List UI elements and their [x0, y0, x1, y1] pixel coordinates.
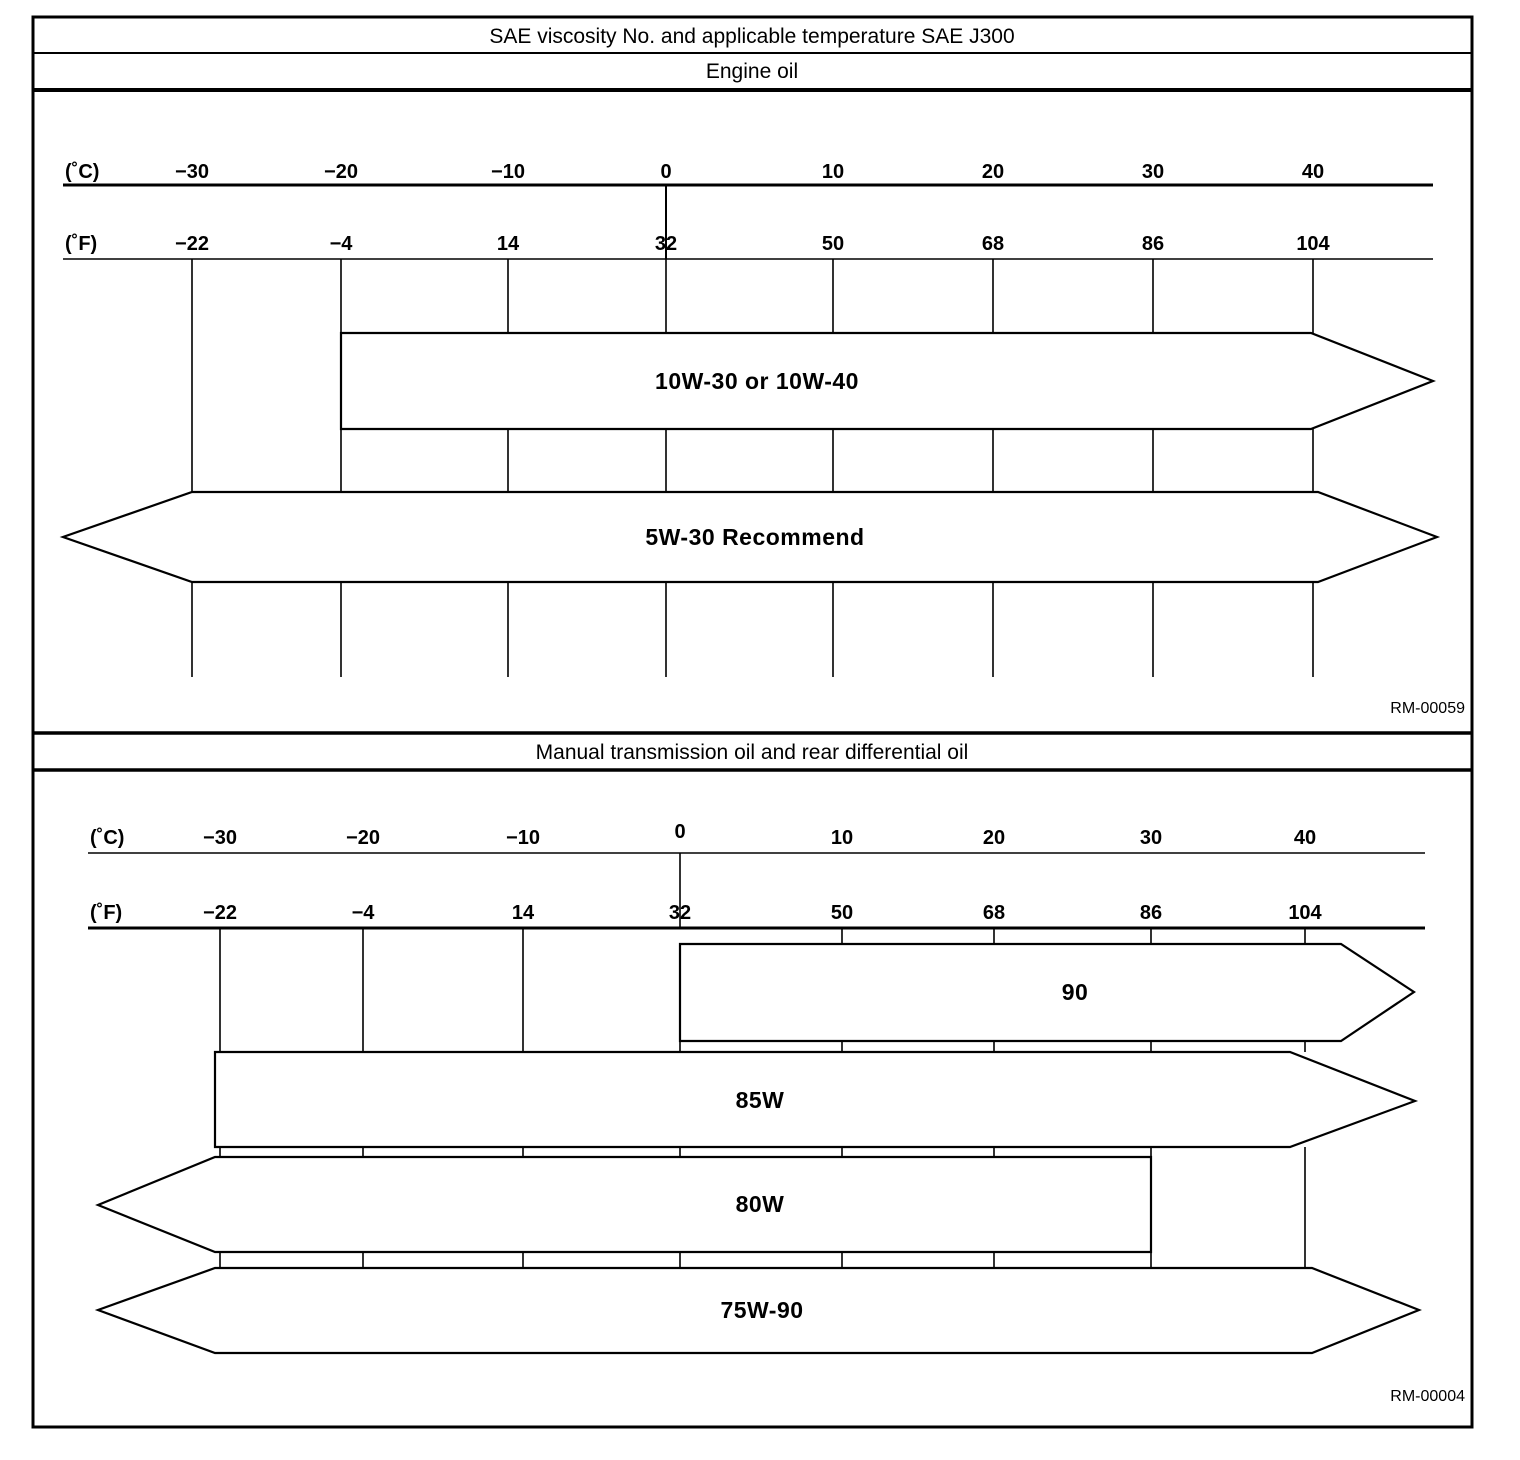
engine-ref-code: RM-00059 — [1390, 700, 1465, 717]
tick-label: 10 — [822, 161, 844, 183]
tick-label: 14 — [512, 902, 535, 924]
trans-celsius-unit-label: (˚C) — [90, 826, 124, 849]
tick-label: 86 — [1140, 902, 1162, 924]
tick-label: −30 — [203, 827, 237, 849]
range-arrow-label: 85W — [736, 1087, 785, 1113]
tick-label: −30 — [175, 161, 209, 183]
tick-label: 104 — [1288, 902, 1322, 924]
range-arrow-75w90 — [94, 1266, 1422, 1355]
engine-fahrenheit-tick-labels: −22 −4 14 32 50 68 86 104 — [175, 233, 1331, 255]
tick-label: −10 — [506, 827, 540, 849]
tick-label: 50 — [822, 233, 844, 255]
range-arrow-label: 80W — [736, 1191, 785, 1217]
trans-celsius-tick-labels: −30 −20 −10 0 10 20 30 40 — [203, 821, 1316, 849]
trans-fahrenheit-unit-label: (˚F) — [90, 901, 122, 924]
tick-label: 30 — [1142, 161, 1164, 183]
tick-label: 40 — [1294, 827, 1316, 849]
tick-label: 10 — [831, 827, 853, 849]
tick-label: 0 — [674, 821, 685, 843]
tick-label: −22 — [175, 233, 209, 255]
tick-label: −4 — [352, 902, 376, 924]
tick-label: −20 — [324, 161, 358, 183]
range-arrow-10w30-10w40 — [339, 331, 1437, 431]
engine-celsius-unit-label: (˚C) — [65, 160, 99, 183]
tick-label: −22 — [203, 902, 237, 924]
engine-grid-lines — [191, 259, 1314, 677]
tick-label: 68 — [983, 902, 1005, 924]
range-arrow-label: 5W-30 Recommend — [645, 524, 864, 550]
range-arrow-90 — [678, 942, 1416, 1043]
tick-label: 68 — [982, 233, 1004, 255]
tick-label: 0 — [660, 161, 671, 183]
tick-label: 20 — [982, 161, 1004, 183]
page-title: SAE viscosity No. and applicable tempera… — [489, 25, 1014, 48]
range-arrow-label: 10W-30 or 10W-40 — [655, 368, 859, 394]
range-arrow-label: 75W-90 — [720, 1297, 803, 1323]
tick-label: −4 — [330, 233, 354, 255]
tick-label: 30 — [1140, 827, 1162, 849]
range-arrow-80w — [95, 1155, 1153, 1254]
tick-label: 86 — [1142, 233, 1164, 255]
engine-celsius-tick-labels: −30 −20 −10 0 10 20 30 40 — [175, 161, 1324, 183]
range-arrow-5w30 — [59, 490, 1441, 584]
tick-label: −10 — [491, 161, 525, 183]
tick-label: 32 — [669, 902, 691, 924]
tick-label: 104 — [1296, 233, 1330, 255]
tick-label: 20 — [983, 827, 1005, 849]
engine-fahrenheit-unit-label: (˚F) — [65, 232, 97, 255]
transmission-ref-code: RM-00004 — [1390, 1388, 1465, 1405]
trans-grid-lines — [219, 928, 1306, 1268]
transmission-section-title: Manual transmission oil and rear differe… — [536, 741, 969, 764]
engine-section-title: Engine oil — [706, 60, 798, 83]
range-arrow-85w — [213, 1050, 1419, 1149]
tick-label: −20 — [346, 827, 380, 849]
trans-fahrenheit-tick-labels: −22 −4 14 32 50 68 86 104 — [203, 902, 1323, 924]
tick-label: 50 — [831, 902, 853, 924]
tick-label: 14 — [497, 233, 520, 255]
tick-label: 40 — [1302, 161, 1324, 183]
range-arrow-label: 90 — [1062, 979, 1089, 1005]
transmission-oil-chart: (˚C) (˚F) −30 −20 −10 0 10 20 30 40 −22 … — [88, 821, 1465, 1405]
engine-oil-chart: (˚C) (˚F) −30 −20 −10 0 10 20 30 40 −22 … — [59, 160, 1465, 717]
tick-label: 32 — [655, 233, 677, 255]
